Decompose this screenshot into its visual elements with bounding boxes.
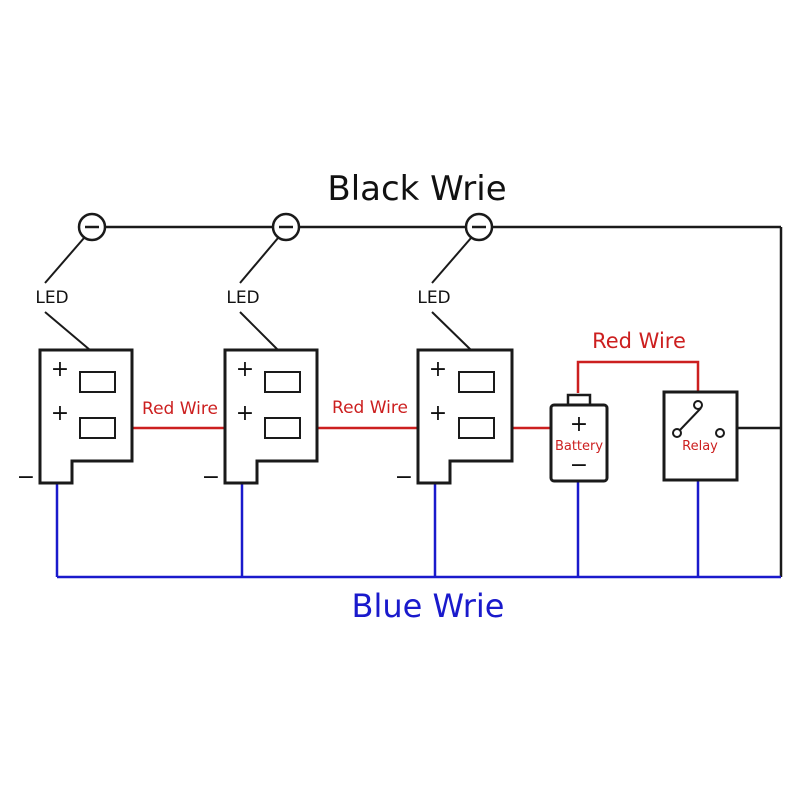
- switch-3-plus-top: +: [429, 357, 447, 382]
- switch-3-terminal-bottom: [458, 417, 495, 439]
- switch-2: + + −: [202, 348, 319, 490]
- switch-2-plus-bottom: +: [236, 401, 254, 426]
- led-label-3: LED: [417, 288, 450, 308]
- red-wire-label-1: Red Wire: [142, 399, 218, 419]
- switch-3-plus-bottom: +: [429, 401, 447, 426]
- black-wire-terminal-2: [271, 212, 301, 242]
- blue-wire: [55, 480, 781, 579]
- switch-1: + + −: [17, 348, 134, 490]
- switch-1-terminal-bottom: [79, 417, 116, 439]
- switch-2-plus-top: +: [236, 357, 254, 382]
- relay-contact-right: [715, 428, 725, 438]
- red-wire-label-3: Red Wire: [592, 329, 686, 353]
- relay-switch-arm: [679, 407, 702, 431]
- black-wire-terminal-1: [77, 212, 107, 242]
- blue-wire-title: Blue Wrie: [352, 587, 505, 625]
- black-wire-terminal-3: [464, 212, 494, 242]
- switch-2-terminal-bottom: [264, 417, 301, 439]
- switch-2-terminal-top: [264, 371, 301, 393]
- relay-contact-top: [693, 400, 703, 410]
- relay-label: Relay: [682, 439, 718, 454]
- led-leads: [44, 237, 472, 351]
- switch-3-terminal-top: [458, 371, 495, 393]
- battery-plus: +: [570, 412, 588, 437]
- battery: + Battery −: [549, 393, 609, 483]
- switch-1-terminal-top: [79, 371, 116, 393]
- black-wire-title: Black Wrie: [327, 169, 506, 209]
- switch-1-plus-bottom: +: [51, 401, 69, 426]
- led-label-1: LED: [35, 288, 68, 308]
- relay-contact-left: [672, 428, 682, 438]
- switch-2-minus: −: [202, 465, 220, 490]
- battery-minus: −: [570, 453, 588, 478]
- switch-3-minus: −: [395, 465, 413, 490]
- switch-1-minus: −: [17, 465, 35, 490]
- switch-1-plus-top: +: [51, 357, 69, 382]
- led-label-2: LED: [226, 288, 259, 308]
- battery-label: Battery: [555, 439, 603, 454]
- red-wire-label-2: Red Wire: [332, 398, 408, 418]
- black-wire: [106, 225, 783, 577]
- relay: Relay: [662, 390, 739, 482]
- switch-3: + + −: [395, 348, 514, 490]
